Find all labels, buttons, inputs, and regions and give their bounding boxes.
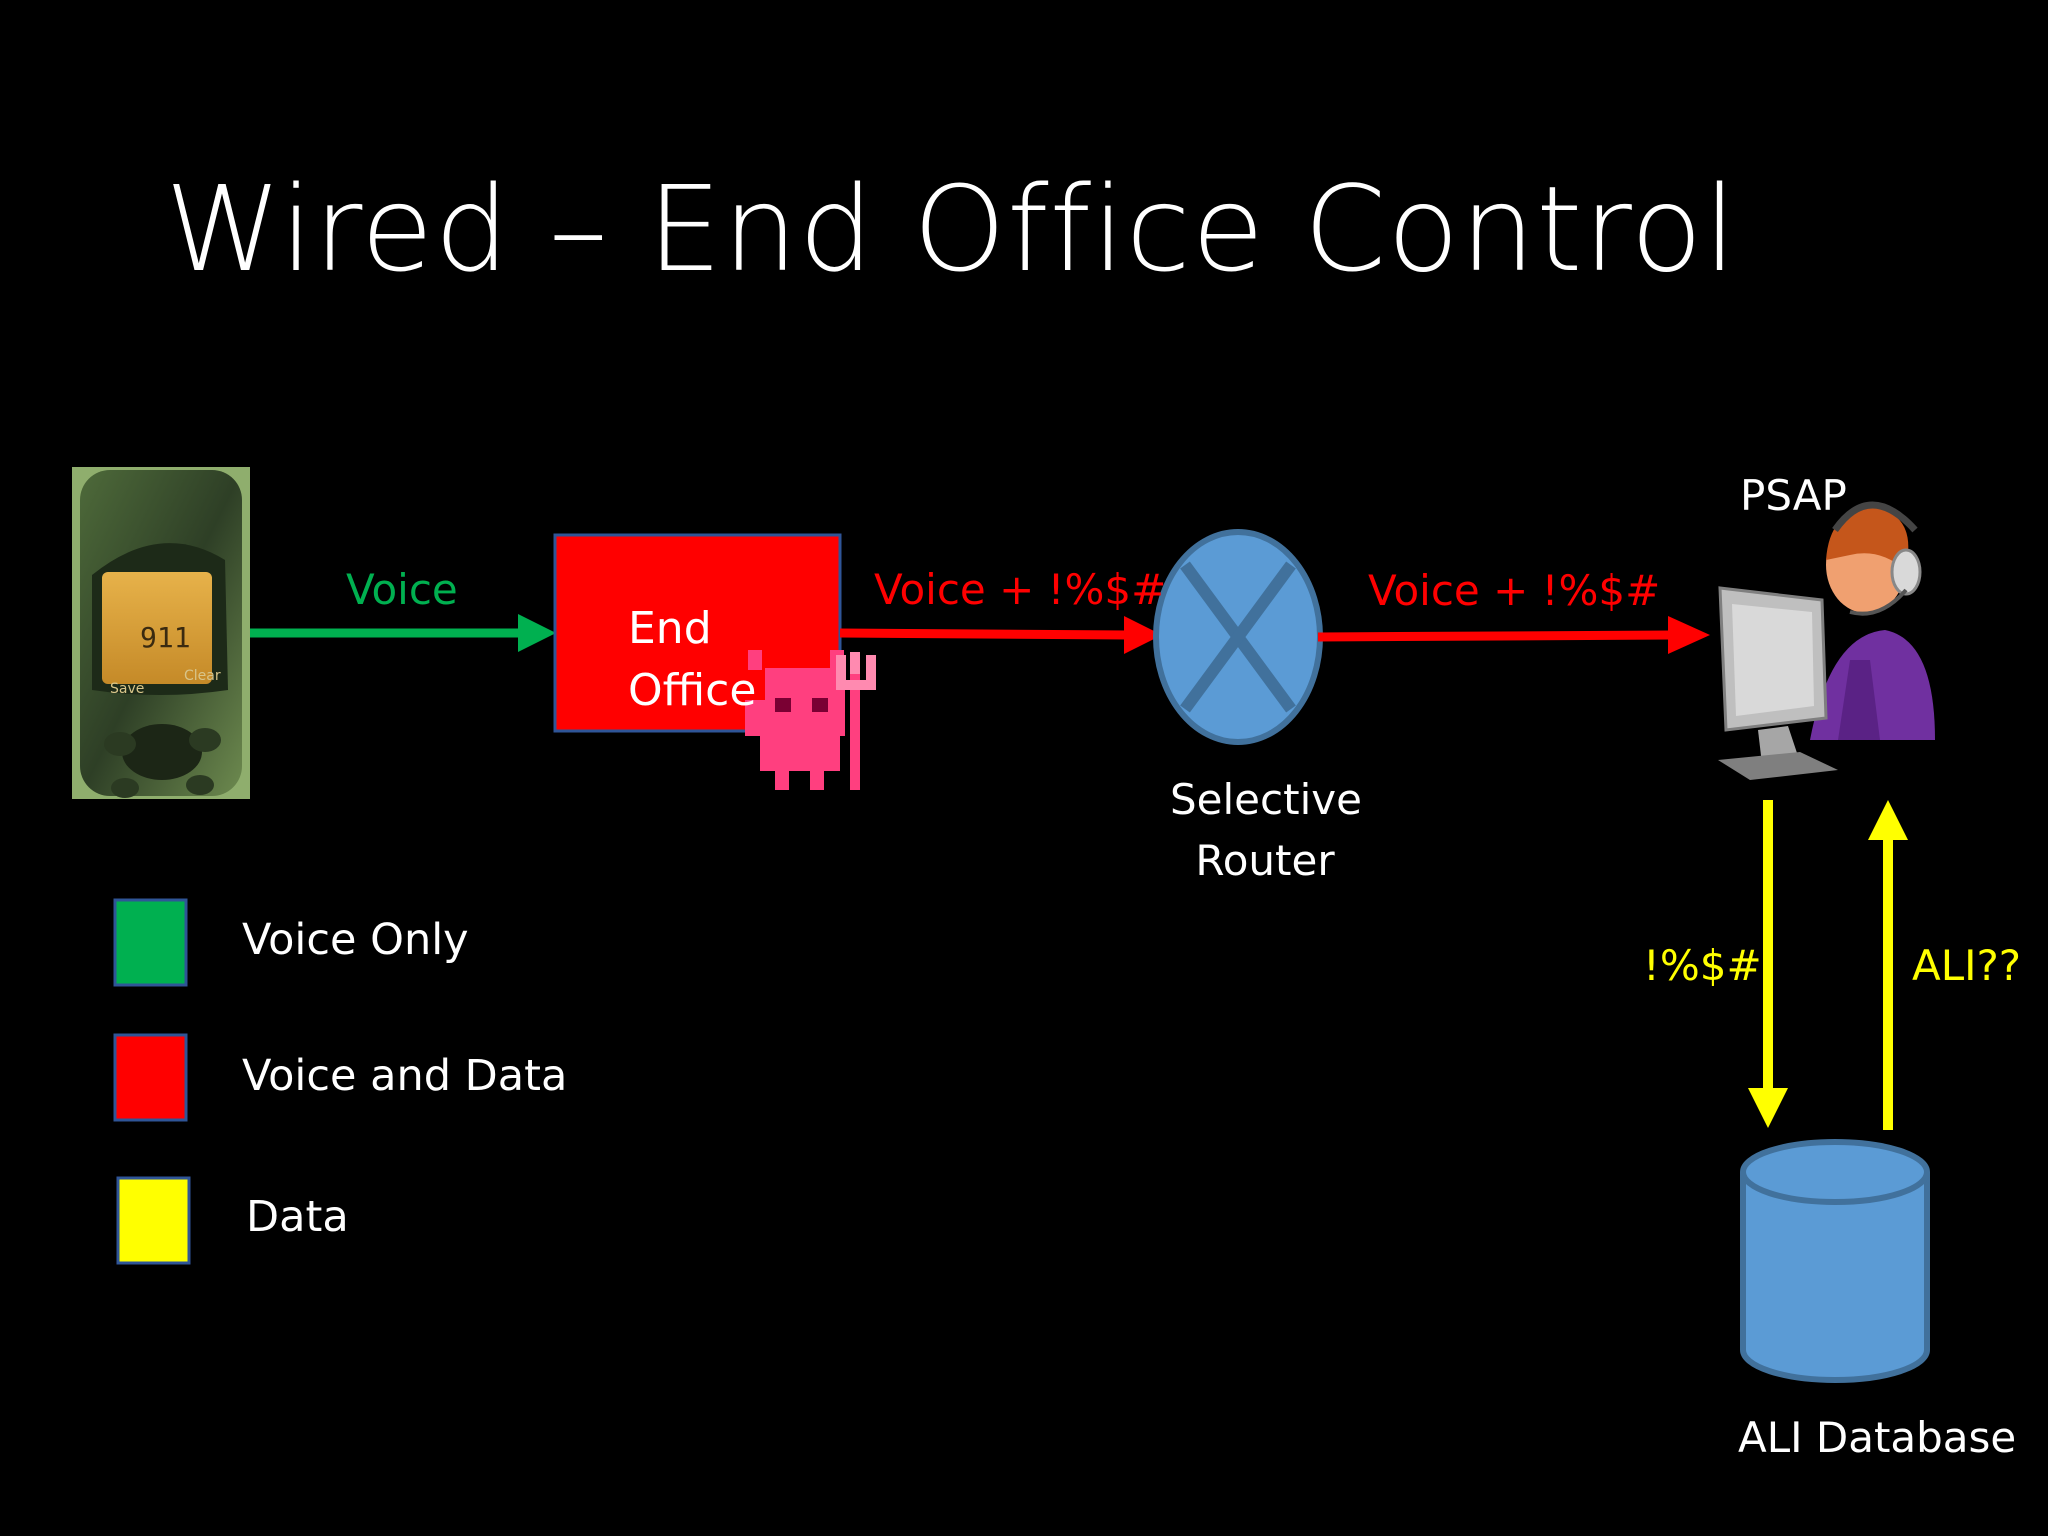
voice-data-arrow-2	[1317, 616, 1710, 654]
selective-router-label-line1: Selective	[1170, 775, 1362, 824]
voice-link-label: Voice	[346, 565, 458, 614]
legend-swatch-voice-data	[113, 1033, 188, 1122]
data-up-label: ALI??	[1912, 941, 2022, 990]
phone-softkey-left: Save	[110, 681, 144, 697]
cell-phone-icon: 911 Save Clear	[72, 467, 250, 799]
legend-label-voice-data: Voice and Data	[242, 1051, 568, 1101]
selective-router-icon	[1153, 529, 1323, 745]
psap-label: PSAP	[1740, 471, 1847, 520]
phone-screen-text: 911	[140, 621, 191, 654]
slide-title: Wired – End Office Control	[165, 160, 1738, 298]
legend-label-data: Data	[246, 1192, 349, 1242]
psap-operator-icon	[1718, 501, 1935, 780]
phone-softkey-right: Clear	[184, 668, 221, 684]
selective-router-label-line2: Router	[1195, 835, 1335, 885]
data-down-label: !%$#	[1643, 941, 1762, 990]
ali-database-icon	[1740, 1139, 1930, 1383]
selective-router-label: Selective Router	[1170, 770, 1362, 892]
voice-data-arrow-1	[839, 616, 1162, 654]
data-arrow-up	[1868, 800, 1908, 1130]
end-office-label-line2: Office	[628, 664, 757, 716]
legend-swatch-data	[116, 1176, 191, 1265]
ali-database-label: ALI Database	[1738, 1413, 2017, 1462]
pixel-devil-icon	[745, 650, 876, 790]
end-office-label: End Office	[628, 598, 756, 721]
voice-data-link-label-1: Voice + !%$#	[874, 565, 1167, 614]
end-office-label-line1: End	[628, 603, 712, 654]
data-arrow-down	[1748, 800, 1788, 1128]
voice-data-link-label-2: Voice + !%$#	[1368, 566, 1661, 615]
legend-label-voice-only: Voice Only	[242, 915, 469, 965]
voice-only-arrow	[250, 614, 556, 652]
legend-swatch-voice-only	[113, 898, 188, 987]
